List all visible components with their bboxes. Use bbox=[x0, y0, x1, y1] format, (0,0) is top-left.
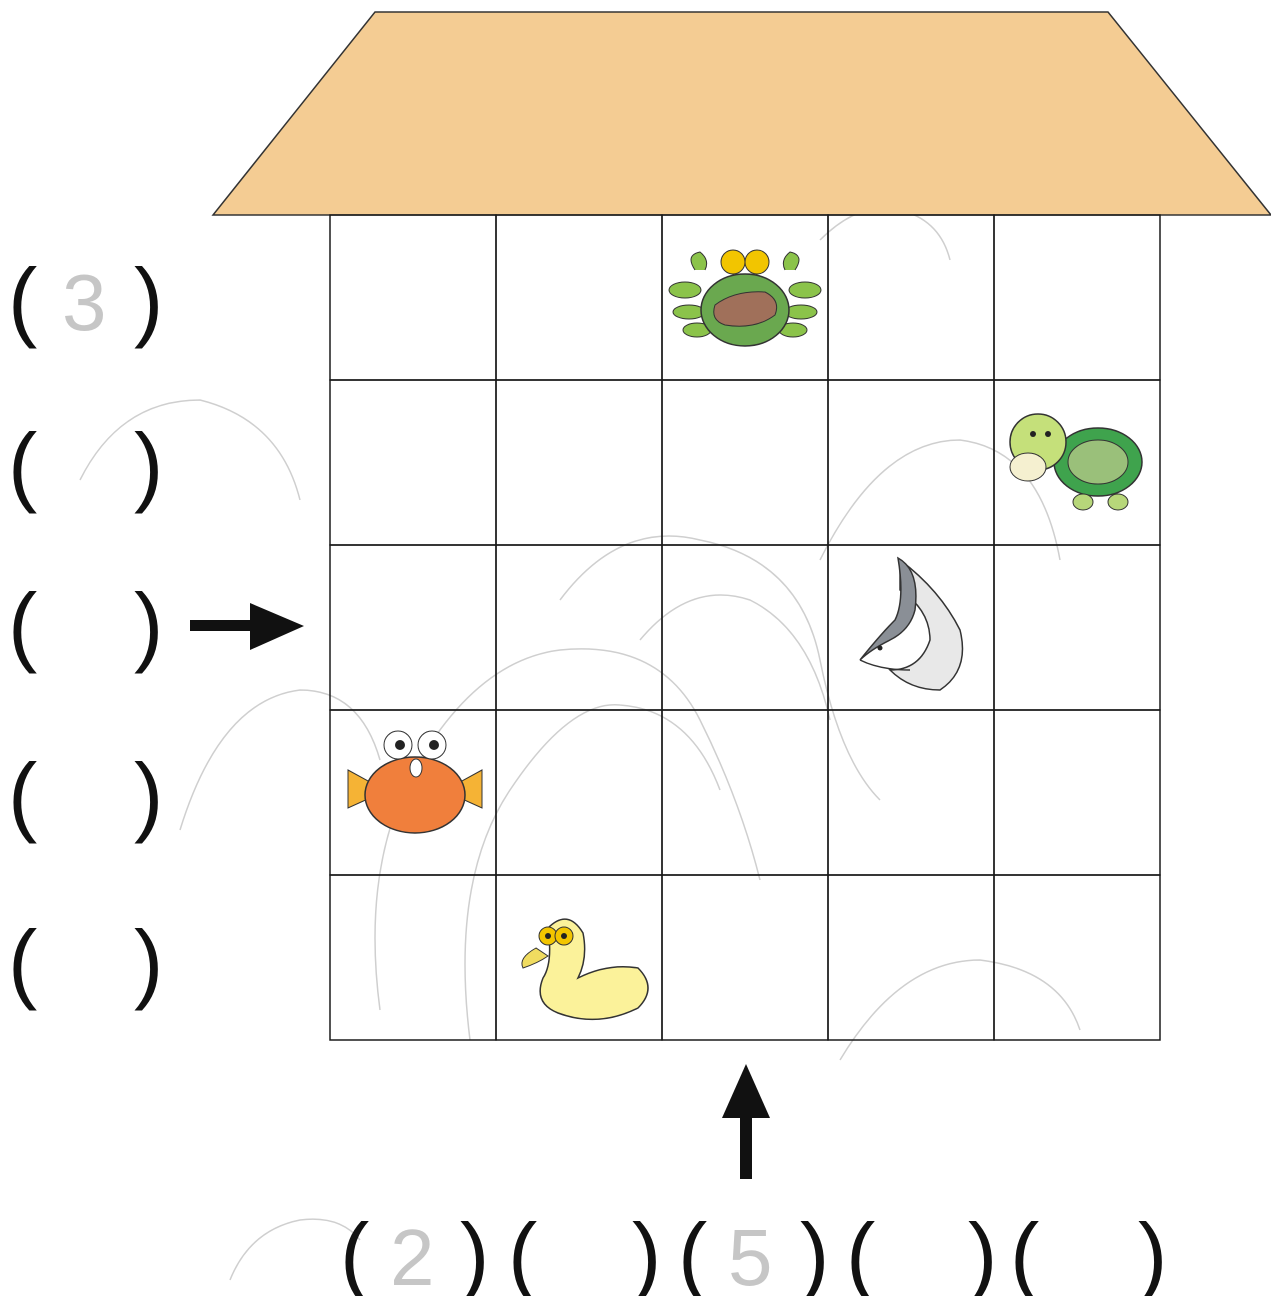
turtle-icon bbox=[1009, 413, 1143, 511]
grid-cell-r2-c3 bbox=[661, 379, 829, 546]
row-label-2-open: ( bbox=[8, 415, 37, 514]
col-label-1-open: ( bbox=[340, 1205, 369, 1296]
col-label-3-answer[interactable]: 5 bbox=[728, 1213, 773, 1296]
grid-cell-r1-c2 bbox=[495, 214, 663, 381]
row-label-4-open: ( bbox=[8, 745, 37, 844]
grid-cell-r1-c5 bbox=[993, 214, 1161, 381]
grid-cell-r1-c4 bbox=[827, 214, 995, 381]
col-label-2-close: ) bbox=[632, 1205, 661, 1296]
col-label-5-open: ( bbox=[1010, 1205, 1039, 1296]
grid-cell-r3-c2 bbox=[495, 544, 663, 711]
column-labels: ( 2 ) ( ) ( 5 ) ( ) ( ) bbox=[340, 1205, 1167, 1296]
grid-cell-r3-c5 bbox=[993, 544, 1161, 711]
row-label-1-answer[interactable]: 3 bbox=[62, 258, 107, 347]
animal-icons bbox=[347, 249, 1143, 1021]
duck-icon bbox=[521, 918, 649, 1021]
grid-cell-r1-c1 bbox=[329, 214, 497, 381]
grid-cell-r4-c4 bbox=[827, 709, 995, 876]
animal-grid bbox=[329, 214, 1161, 1041]
col-label-3-open: ( bbox=[678, 1205, 707, 1296]
col-label-5-close: ) bbox=[1138, 1205, 1167, 1296]
dolphin-icon bbox=[859, 556, 964, 691]
row-label-3-open: ( bbox=[8, 575, 37, 674]
grid-cell-r2-c1 bbox=[329, 379, 497, 546]
row-label-1-open: ( bbox=[8, 250, 37, 349]
col-label-3-close: ) bbox=[800, 1205, 829, 1296]
col-label-4-open: ( bbox=[846, 1205, 875, 1296]
grid-cell-r2-c2 bbox=[495, 379, 663, 546]
grid-cell-r5-c5 bbox=[993, 874, 1161, 1041]
col-label-2-open: ( bbox=[508, 1205, 537, 1296]
roof bbox=[211, 11, 1271, 216]
grid-cell-r5-c1 bbox=[329, 874, 497, 1041]
row-label-1-close: ) bbox=[134, 250, 163, 349]
row-label-5-open: ( bbox=[8, 912, 37, 1011]
crab-icon bbox=[668, 249, 822, 347]
grid-cell-r2-c4 bbox=[827, 379, 995, 546]
grid-cell-r3-c3 bbox=[661, 544, 829, 711]
up-arrow-icon bbox=[722, 1064, 770, 1179]
row-labels: ( 3 ) ( ) ( ) ( ) ( ) bbox=[8, 250, 163, 1011]
row-label-4-close: ) bbox=[134, 745, 163, 844]
grid-cell-r4-c5 bbox=[993, 709, 1161, 876]
grid-cell-r3-c1 bbox=[329, 544, 497, 711]
row-label-5-close: ) bbox=[134, 912, 163, 1011]
col-label-4-close: ) bbox=[968, 1205, 997, 1296]
col-label-1-close: ) bbox=[460, 1205, 489, 1296]
row-label-3-close: ) bbox=[134, 575, 163, 674]
grid-cell-r5-c4 bbox=[827, 874, 995, 1041]
grid-cell-r5-c3 bbox=[661, 874, 829, 1041]
row-label-2-close: ) bbox=[134, 415, 163, 514]
right-arrow-icon bbox=[190, 603, 304, 650]
grid-cell-r4-c2 bbox=[495, 709, 663, 876]
col-label-1-answer[interactable]: 2 bbox=[390, 1213, 435, 1296]
watermark bbox=[79, 207, 1081, 1281]
pufferfish-icon bbox=[347, 730, 483, 834]
